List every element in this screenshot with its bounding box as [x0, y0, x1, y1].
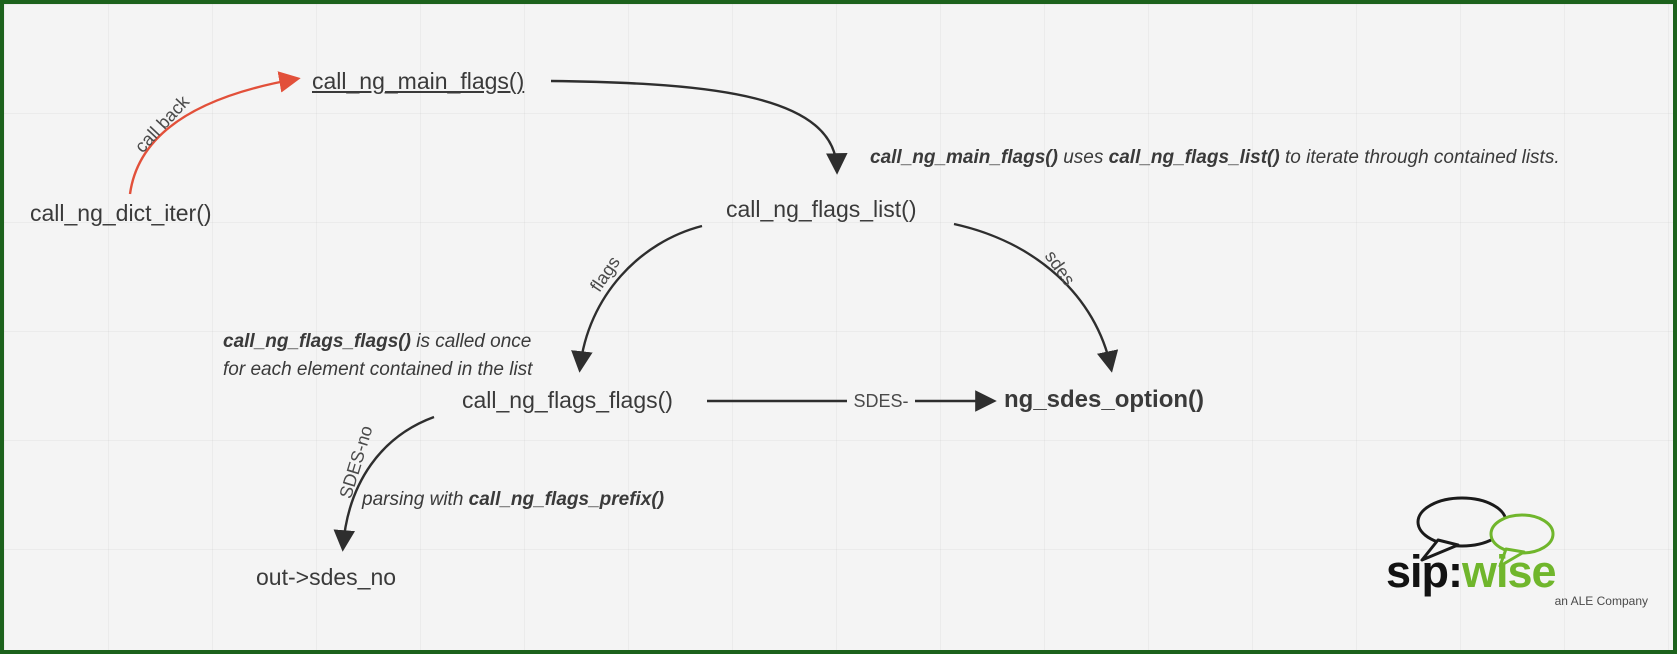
edge-sdesno-arrow [333, 415, 435, 552]
logo-sip-text: sip: [1386, 546, 1463, 597]
edge-label-sdes: sdes [1041, 247, 1079, 290]
annotation-flags-flags-line2: for each element contained in the list [223, 359, 533, 380]
annotation-main-flags-text1: uses [1057, 147, 1109, 168]
annotation-flags-flags-line1: call_ng_flags_flags() is called once [223, 328, 532, 356]
node-call-ng-main-flags: call_ng_main_flags() [312, 68, 525, 94]
edge-mainflags-to-flagslist-arrow [550, 79, 848, 175]
edge-call-back-arrow [128, 71, 301, 195]
node-call-ng-flags-flags: call_ng_flags_flags() [462, 387, 673, 413]
annotation-main-flags: call_ng_main_flags() uses call_ng_flags_… [870, 144, 1560, 172]
edge-label-call-back: call back [131, 91, 194, 157]
annotation-prefix-fn: call_ng_flags_prefix() [468, 489, 665, 510]
node-call-ng-flags-list: call_ng_flags_list() [726, 196, 917, 222]
logo-wordmark: sip:wise [1386, 546, 1557, 598]
annotation-main-flags-fn2: call_ng_flags_list() [1108, 147, 1280, 168]
annotation-main-flags-text2: to iterate through contained lists. [1279, 147, 1560, 168]
node-call-ng-dict-iter: call_ng_dict_iter() [30, 200, 212, 226]
edge-label-flags: flags [586, 253, 624, 296]
node-out-sdes-no: out->sdes_no [256, 564, 397, 590]
annotation-flags-flags-text1: is called once [410, 331, 532, 352]
annotation-prefix: parsing with call_ng_flags_prefix() [362, 486, 664, 514]
logo-tagline: an ALE Company [1554, 594, 1648, 608]
node-ng-sdes-option: ng_sdes_option() [1004, 386, 1205, 413]
speech-bubbles-icon [1416, 496, 1555, 568]
sipwise-logo: sip:wise an ALE Company [1382, 494, 1654, 612]
logo-wise-text: wise [1462, 546, 1557, 597]
annotation-prefix-text1: parsing with [362, 489, 469, 510]
edge-flags-arrow [571, 224, 703, 373]
edge-label-sdes-dash: SDES- [853, 391, 908, 411]
annotation-main-flags-fn1: call_ng_main_flags() [870, 147, 1058, 168]
edge-sdes-arrow [953, 222, 1119, 373]
annotation-flags-flags: call_ng_flags_flags() is called once for… [223, 328, 532, 384]
annotation-flags-flags-fn: call_ng_flags_flags() [223, 331, 411, 352]
